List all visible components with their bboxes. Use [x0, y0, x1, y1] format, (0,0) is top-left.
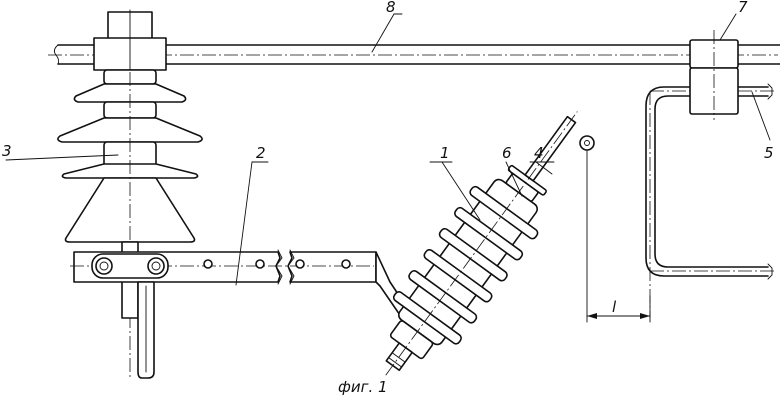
label-3: 3: [2, 142, 12, 160]
label-4: 4: [534, 144, 544, 162]
arrester-1: [385, 111, 578, 376]
dimension-l: l: [586, 149, 651, 323]
label-7: 7: [738, 0, 748, 16]
label-6: 6: [502, 144, 512, 162]
label-5: 5: [764, 144, 774, 162]
rod-eye: [579, 135, 595, 151]
clamp-7: [689, 30, 739, 120]
label-1: 1: [440, 144, 450, 162]
dimension-label-l: l: [612, 298, 617, 316]
figure-caption: фиг. 1: [338, 378, 388, 396]
label-8: 8: [386, 0, 396, 16]
pipe-5: [645, 83, 774, 318]
conductor-8: [48, 44, 780, 65]
insulator-3: [57, 9, 203, 380]
leaders: [5, 13, 771, 286]
bracket-2: [70, 249, 415, 379]
label-2: 2: [256, 144, 266, 162]
